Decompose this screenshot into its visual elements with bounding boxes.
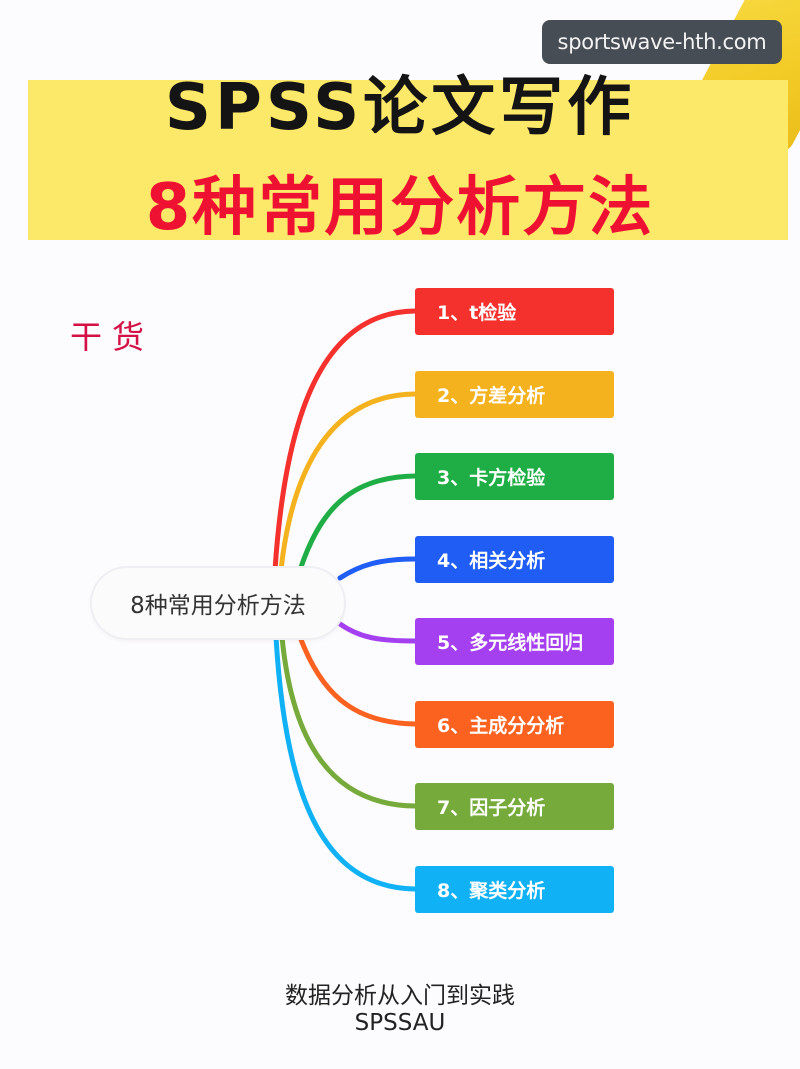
title-banner (28, 80, 788, 240)
footer-brand: SPSSAU (354, 1010, 446, 1036)
footer-tagline: 数据分析从入门到实践 (285, 983, 515, 1009)
tag-label: 干货 (70, 318, 155, 356)
mindmap-branch-node: 6、主成分分析 (415, 701, 614, 748)
connector-7 (279, 634, 418, 809)
mindmap-branch-node: 1、t检验 (415, 288, 614, 335)
connector-6 (297, 634, 418, 727)
mindmap-center-node: 8种常用分析方法 (92, 568, 344, 638)
page-title: SPSS论文写作 (164, 71, 636, 145)
connector-3 (297, 473, 418, 573)
mindmap-branch-node: 4、相关分析 (415, 536, 614, 583)
mindmap-branch-node: 7、因子分析 (415, 783, 614, 830)
page-subtitle: 8种常用分析方法 (145, 171, 655, 245)
mindmap-branch-node: 5、多元线性回归 (415, 618, 614, 665)
connector-8 (273, 634, 418, 892)
mindmap-branch-node: 3、卡方检验 (415, 453, 614, 500)
watermark-badge: sportswave-hth.com (542, 20, 782, 64)
connector-1 (272, 308, 418, 573)
connector-2 (278, 391, 418, 573)
connector-5 (337, 621, 418, 644)
mindmap-branch-node: 2、方差分析 (415, 371, 614, 418)
connector-4 (337, 556, 418, 581)
mindmap-branch-node: 8、聚类分析 (415, 866, 614, 913)
